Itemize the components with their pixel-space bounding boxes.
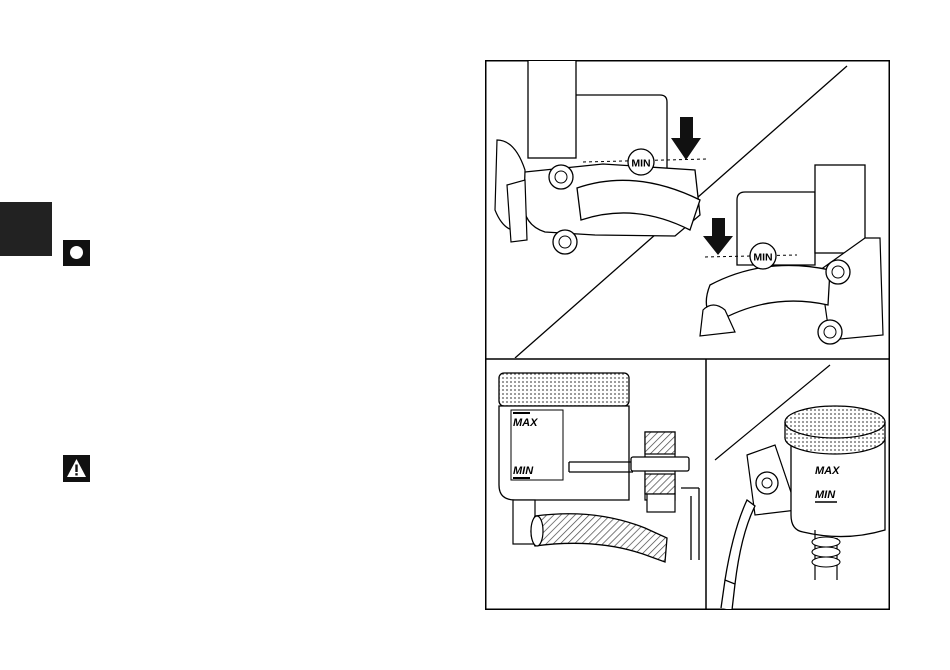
min-label-left: MIN	[513, 465, 534, 477]
panel-top: MIN MIN	[495, 60, 883, 358]
figure-drawing: MIN MIN	[485, 60, 890, 610]
section-tab	[0, 202, 52, 256]
max-label-right: MAX	[815, 465, 840, 477]
warning-triangle-icon	[63, 455, 90, 482]
reservoir-cap-right	[785, 406, 885, 438]
fork-tube	[528, 60, 576, 158]
min-badge-left: MIN	[631, 158, 650, 170]
brake-hose	[531, 514, 667, 562]
min-badge-right: MIN	[753, 252, 772, 264]
arrow-down-icon-right	[703, 218, 733, 255]
panel-bottom-right: MAX MIN	[715, 365, 885, 610]
brake-fluid-reservoir-figure: MIN MIN	[485, 60, 890, 610]
panel-bottom-left: MAX MIN	[499, 373, 699, 562]
reservoir-cap	[499, 373, 629, 406]
arrow-down-icon	[671, 117, 701, 160]
note-circle-icon	[63, 240, 90, 266]
max-label-left: MAX	[513, 417, 538, 429]
min-label-right: MIN	[815, 489, 836, 501]
fork-tube-right	[815, 165, 865, 253]
